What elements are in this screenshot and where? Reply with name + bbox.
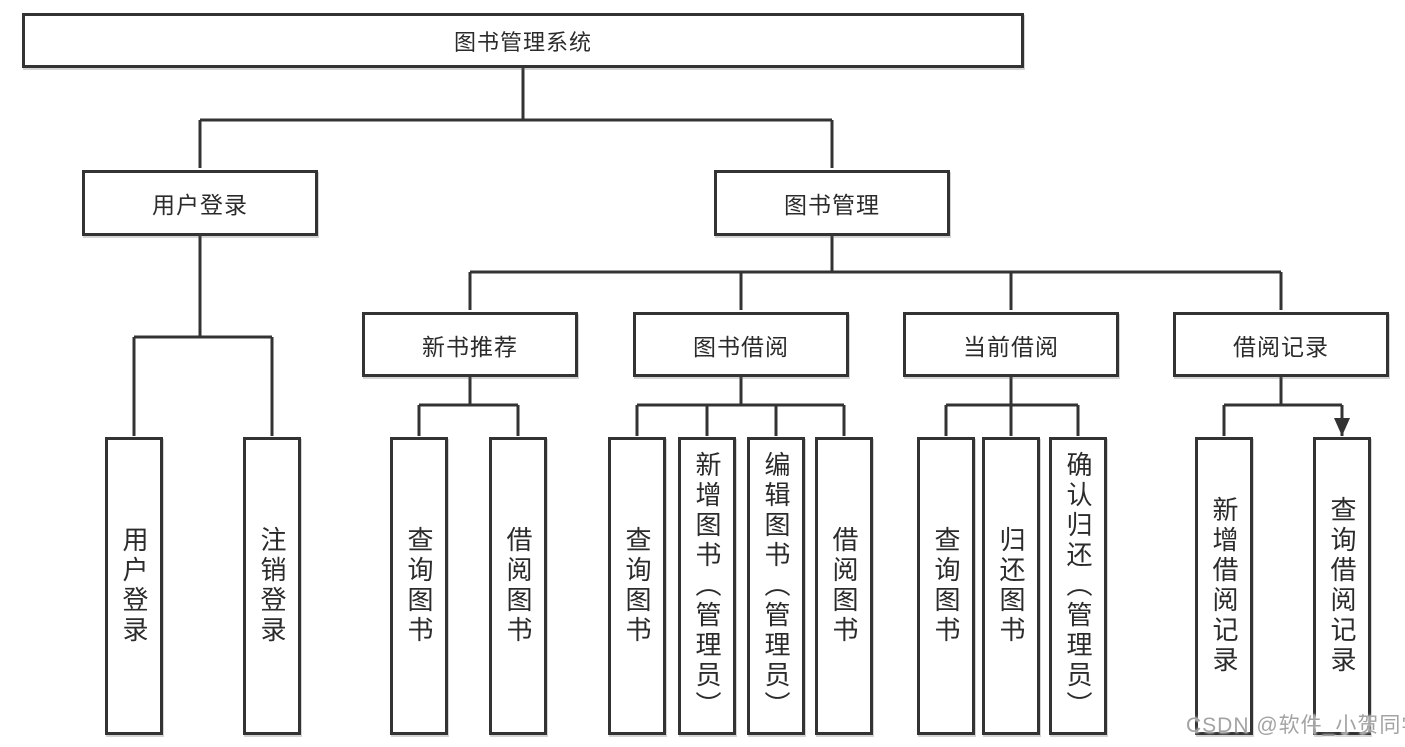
- node-label: 查询图书: [622, 526, 652, 646]
- node-label: 借阅记录: [1233, 333, 1329, 360]
- node-leaf-query-books-bb: 查询图书: [608, 437, 666, 735]
- node-leaf-borrow-books-bb: 借阅图书: [815, 437, 873, 735]
- node-label: 用户登录: [152, 192, 248, 218]
- node-user-login: 用户登录: [82, 170, 318, 236]
- node-leaf-add-borrow-record: 新增借阅记录: [1195, 437, 1253, 735]
- node-label: 图书管理系统: [453, 29, 592, 55]
- node-label: 图书借阅: [693, 333, 789, 360]
- node-label: 新增借阅记录: [1209, 496, 1239, 676]
- node-current-borrowing: 当前借阅: [903, 312, 1119, 377]
- node-label: 注销登录: [257, 526, 287, 646]
- node-leaf-query-borrow-record: 查询借阅记录: [1313, 437, 1371, 735]
- node-leaf-query-books-rec: 查询图书: [390, 437, 448, 735]
- node-leaf-confirm-return-admin: 确认归还（管理员）: [1049, 437, 1107, 735]
- node-leaf-edit-books-admin: 编辑图书（管理员）: [747, 437, 805, 735]
- node-book-management: 图书管理: [714, 170, 950, 236]
- node-leaf-add-books-admin: 新增图书（管理员）: [678, 437, 736, 735]
- node-label: 借阅图书: [503, 526, 533, 646]
- node-label: 用户登录: [119, 526, 149, 646]
- node-leaf-query-books-cb: 查询图书: [917, 437, 975, 735]
- csdn-watermark: CSDN @软件_小贺同学: [1186, 714, 1405, 737]
- tree-branch-segments: [134, 68, 1342, 407]
- node-label: 查询图书: [404, 526, 434, 646]
- node-leaf-logout: 注销登录: [243, 437, 301, 735]
- node-new-book-recommendation: 新书推荐: [362, 312, 578, 377]
- node-label: 借阅图书: [829, 526, 859, 646]
- node-borrowing-records: 借阅记录: [1173, 312, 1389, 377]
- node-leaf-return-books: 归还图书: [982, 437, 1040, 735]
- node-label: 查询借阅记录: [1327, 496, 1357, 676]
- node-label: 归还图书: [996, 526, 1026, 646]
- node-label: 图书管理: [784, 192, 880, 218]
- node-book-borrowing: 图书借阅: [633, 312, 849, 377]
- node-library-management-system: 图书管理系统: [22, 13, 1024, 68]
- node-leaf-user-login: 用户登录: [105, 437, 163, 735]
- node-label: 当前借阅: [963, 333, 1059, 360]
- node-label: 确认归还（管理员）: [1063, 451, 1093, 721]
- node-label: 新书推荐: [422, 333, 518, 360]
- tree-arrow-stems: [132, 120, 1342, 436]
- node-label: 编辑图书（管理员）: [761, 451, 791, 721]
- node-leaf-borrow-books-rec: 借阅图书: [489, 437, 547, 735]
- node-label: 新增图书（管理员）: [692, 451, 722, 721]
- node-label: 查询图书: [931, 526, 961, 646]
